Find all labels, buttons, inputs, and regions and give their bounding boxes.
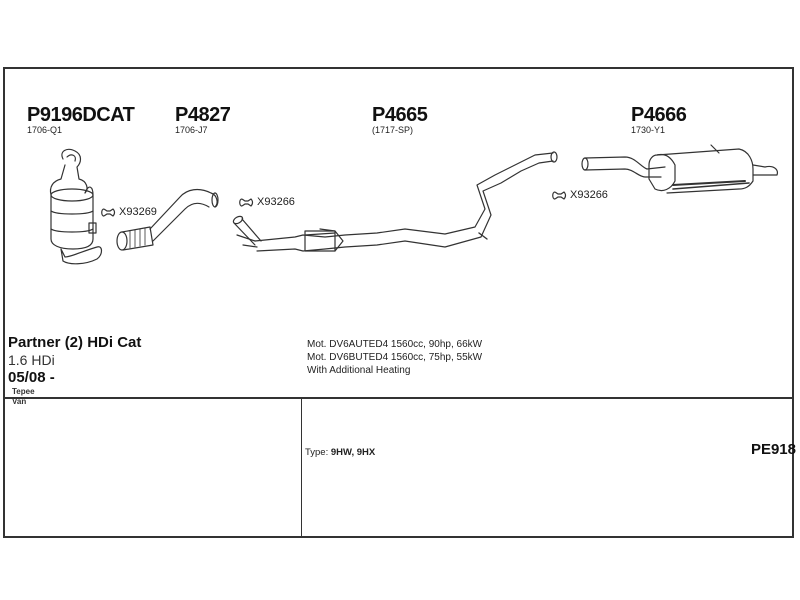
part-ref: (1717-SP) [372, 125, 414, 135]
system-code: PE918 [750, 441, 796, 458]
gasket-code: X93266 [570, 189, 608, 201]
engine-line: Mot. DV6BUTED4 1560cc, 75hp, 55kW [307, 352, 483, 363]
gasket-code: X93266 [257, 196, 295, 208]
engine-list: Mot. DV6AUTED4 1560cc, 90hp, 66kW Mot. D… [307, 338, 482, 377]
exhaust-system-sheet: P9196DCAT 1706-Q1 P4827 1706-J7 P4665 (1… [3, 67, 794, 538]
part-ref: 1706-J7 [175, 125, 208, 135]
exhaust-diagram [49, 144, 778, 265]
vehicle-engine: 1.6 HDi [8, 352, 55, 368]
part-rear-silencer[interactable]: P4666 1730-Y1 [631, 104, 687, 135]
part-number: P4665 [372, 104, 428, 126]
gasket-x93266-rear[interactable]: X93266 [551, 189, 608, 201]
vehicle-type: Type: 9HW, 9HX [305, 447, 375, 458]
section-divider [5, 397, 792, 399]
part-number: P4666 [631, 104, 687, 126]
vehicle-model: Partner (2) HDi Cat [8, 334, 142, 351]
gasket-code: X93269 [119, 206, 157, 218]
gasket-icon [101, 207, 116, 217]
part-ref: 1706-Q1 [27, 125, 63, 135]
vehicle-variant: Van [12, 397, 27, 406]
middle-pipe-drawing [232, 151, 558, 252]
engine-line: Mot. DV6AUTED4 1560cc, 90hp, 66kW [307, 339, 483, 350]
part-middle-pipe[interactable]: P4665 (1717-SP) [372, 104, 428, 135]
part-number: P4827 [175, 104, 231, 126]
catalytic-converter-drawing [49, 148, 103, 265]
part-catalytic-converter[interactable]: P9196DCAT 1706-Q1 [27, 104, 135, 135]
front-pipe-drawing [116, 188, 219, 251]
type-value: 9HW, 9HX [330, 447, 376, 458]
gasket-icon [239, 197, 254, 207]
engine-note: With Additional Heating [307, 365, 411, 376]
type-label: Type: [305, 447, 329, 458]
part-number: P9196DCAT [27, 104, 135, 126]
rear-silencer-drawing [581, 144, 778, 194]
part-ref: 1730-Y1 [631, 125, 666, 135]
gasket-icon [552, 190, 567, 200]
vehicle-variant: Tepee [12, 387, 35, 396]
part-front-pipe[interactable]: P4827 1706-J7 [175, 104, 231, 135]
gasket-x93266-front[interactable]: X93266 [238, 196, 295, 208]
column-divider [301, 397, 302, 538]
vehicle-info: Partner (2) HDi Cat 1.6 HDi 05/08 - Tepe… [8, 334, 141, 407]
gasket-x93269[interactable]: X93269 [100, 206, 157, 218]
vehicle-date-range: 05/08 - [8, 369, 55, 386]
